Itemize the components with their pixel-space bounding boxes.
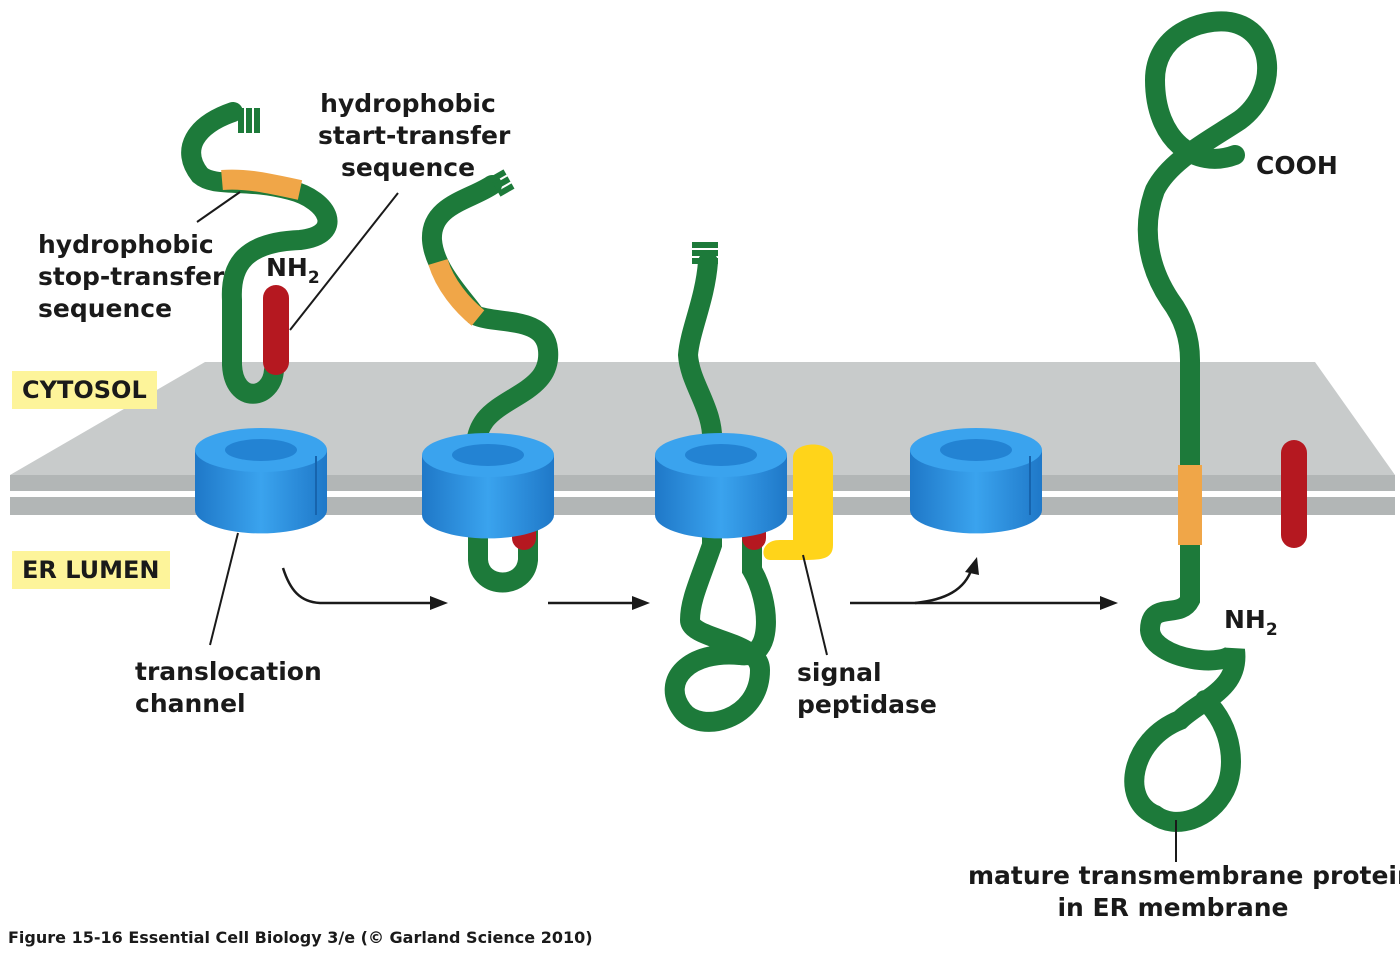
cooh-label: COOH <box>1256 151 1338 180</box>
step4-translocation-channel <box>910 428 1042 534</box>
step-arrow-icon <box>281 557 1118 610</box>
nh2-bottom-label: NH2 <box>1224 605 1278 640</box>
er-lumen-region-tag: ER LUMEN <box>12 551 170 589</box>
figure-caption: Figure 15-16 Essential Cell Biology 3/e … <box>8 928 593 947</box>
cytosol-region-tag: CYTOSOL <box>12 371 157 409</box>
label-leader-lines <box>196 191 1177 862</box>
step1-translocation-channel <box>195 428 327 534</box>
translocation-channel-label: translocation channel <box>135 657 322 718</box>
signal-peptidase-icon <box>763 444 833 560</box>
mature-protein <box>1124 11 1278 832</box>
signal-peptidase-label: signal peptidase <box>797 658 937 719</box>
start-transfer-label: hydrophobic start-transfer sequence <box>318 89 511 182</box>
mature-protein-label: mature transmembrane protein in ER membr… <box>968 861 1400 922</box>
step2-translocation-channel <box>422 433 554 539</box>
nh2-top-label: NH2 <box>266 253 320 288</box>
stop-transfer-label: hydrophobic stop-transfer sequence <box>38 230 225 323</box>
cleaved-signal-sequence <box>1281 440 1307 548</box>
step1-protein <box>181 102 338 404</box>
step3-translocation-channel <box>655 433 787 539</box>
